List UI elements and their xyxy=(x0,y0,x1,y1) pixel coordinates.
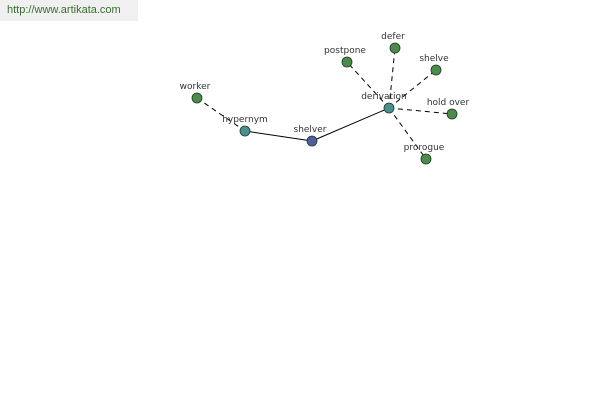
label-defer: defer xyxy=(381,32,405,42)
edge-derivation-postpone xyxy=(346,61,390,109)
edge-worker-hypernym xyxy=(196,97,246,132)
edges xyxy=(196,47,453,160)
node-defer[interactable] xyxy=(389,42,401,54)
node-postpone[interactable] xyxy=(341,56,353,68)
label-prorogue: prorogue xyxy=(404,143,445,153)
edge-hypernym-shelver xyxy=(244,130,313,142)
node-shelver[interactable] xyxy=(306,135,318,147)
label-worker: worker xyxy=(180,82,211,92)
node-prorogue[interactable] xyxy=(420,153,432,165)
node-worker[interactable] xyxy=(191,92,203,104)
edge-derivation-prorogue xyxy=(388,107,427,160)
label-postpone: postpone xyxy=(324,46,366,56)
label-shelver: shelver xyxy=(294,125,327,135)
labels: worker hypernym shelver derivation postpone d… xyxy=(180,32,470,153)
node-derivation[interactable] xyxy=(383,102,395,114)
source-bar: http://www.artikata.com xyxy=(0,0,138,21)
edge-derivation-hold_over xyxy=(388,107,453,115)
label-shelve: shelve xyxy=(419,54,449,64)
label-derivation: derivation xyxy=(361,92,407,102)
label-hypernym: hypernym xyxy=(222,115,268,125)
source-link[interactable]: http://www.artikata.com xyxy=(7,4,121,16)
edge-derivation-defer xyxy=(388,47,396,109)
node-hold-over[interactable] xyxy=(446,108,458,120)
nodes xyxy=(191,42,458,165)
edge-shelver-derivation xyxy=(311,107,390,142)
node-shelve[interactable] xyxy=(430,64,442,76)
edge-derivation-shelve xyxy=(388,69,437,109)
node-hypernym[interactable] xyxy=(239,125,251,137)
label-hold-over: hold over xyxy=(427,98,470,108)
